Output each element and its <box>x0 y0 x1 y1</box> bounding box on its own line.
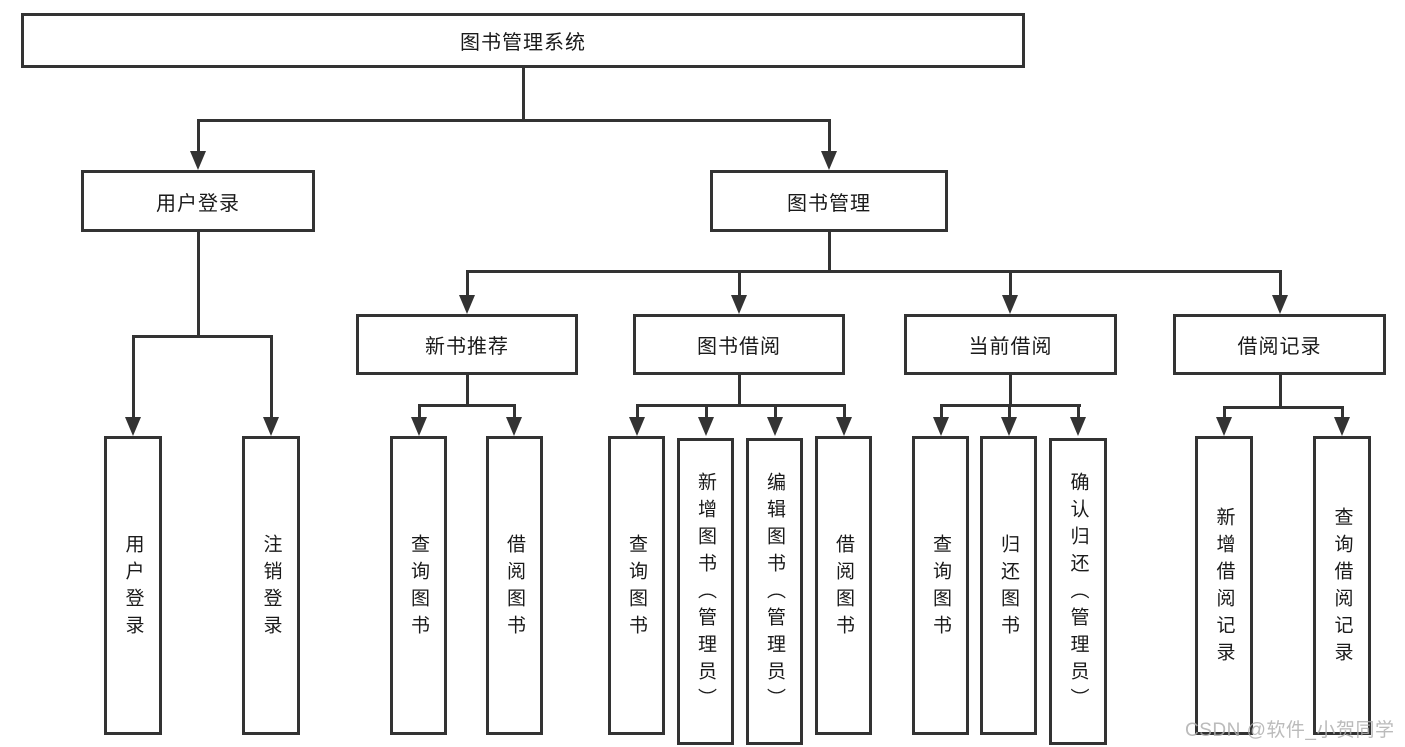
leaf-edit-book-admin: 编辑图书（管理员） <box>746 438 803 745</box>
connector-line <box>466 374 469 407</box>
connector-line <box>466 270 469 298</box>
connector-line <box>1009 374 1012 407</box>
connector-line <box>418 404 516 407</box>
arrowhead-down <box>459 295 475 314</box>
connector-line <box>1279 374 1282 409</box>
arrowhead-down <box>1272 295 1288 314</box>
leaf-add-book-admin: 新增图书（管理员） <box>677 438 734 745</box>
connector-line <box>270 335 273 420</box>
connector-line <box>132 335 273 338</box>
leaf-logout: 注销登录 <box>242 436 300 735</box>
arrowhead-down <box>629 417 645 436</box>
arrowhead-down <box>933 417 949 436</box>
arrowhead-down <box>767 417 783 436</box>
leaf-query-borrow-record: 查询借阅记录 <box>1313 436 1371 735</box>
connector-line <box>1279 270 1282 298</box>
connector-line <box>843 404 846 420</box>
arrowhead-down <box>190 151 206 170</box>
connector-line <box>705 404 708 420</box>
leaf-confirm-return-admin: 确认归还（管理员） <box>1049 438 1107 745</box>
connector-line <box>466 270 1281 273</box>
leaf-borrow-books-recommend: 借阅图书 <box>486 436 543 735</box>
arrowhead-down <box>1334 417 1350 436</box>
connector-line <box>1223 406 1344 409</box>
arrowhead-down <box>263 417 279 436</box>
leaf-query-books-recommend: 查询图书 <box>390 436 447 735</box>
leaf-user-login: 用户登录 <box>104 436 162 735</box>
watermark-text: CSDN @软件_小贺同学 <box>1185 720 1395 741</box>
connector-line <box>636 404 639 420</box>
leaf-query-books-current: 查询图书 <box>912 436 969 735</box>
connector-line <box>828 231 831 273</box>
arrowhead-down <box>836 417 852 436</box>
arrowhead-down <box>1070 417 1086 436</box>
arrowhead-down <box>125 417 141 436</box>
connector-line <box>1008 404 1011 420</box>
connector-line <box>522 68 525 121</box>
node-user-login: 用户登录 <box>81 170 315 232</box>
node-current-borrowing: 当前借阅 <box>904 314 1117 375</box>
connector-line <box>828 119 831 153</box>
connector-line <box>513 404 516 420</box>
arrowhead-down <box>1216 417 1232 436</box>
connector-line <box>1223 406 1226 420</box>
node-root: 图书管理系统 <box>21 13 1025 68</box>
arrowhead-down <box>821 151 837 170</box>
connector-line <box>197 119 200 153</box>
node-book-management: 图书管理 <box>710 170 948 232</box>
arrowhead-down <box>698 417 714 436</box>
connector-line <box>197 119 831 122</box>
connector-line <box>774 404 777 420</box>
arrowhead-down <box>1001 417 1017 436</box>
leaf-query-books-borrowing: 查询图书 <box>608 436 665 735</box>
connector-line <box>738 374 741 407</box>
arrowhead-down <box>1002 295 1018 314</box>
leaf-add-borrow-record: 新增借阅记录 <box>1195 436 1253 735</box>
arrowhead-down <box>411 417 427 436</box>
node-book-borrowing: 图书借阅 <box>633 314 845 375</box>
connector-line <box>940 404 943 420</box>
connector-line <box>1009 270 1012 298</box>
arrowhead-down <box>731 295 747 314</box>
connector-line <box>1077 404 1080 420</box>
connector-line <box>738 270 741 298</box>
connector-line <box>418 404 421 420</box>
node-borrowing-records: 借阅记录 <box>1173 314 1386 375</box>
leaf-return-book: 归还图书 <box>980 436 1037 735</box>
connector-line <box>132 335 135 420</box>
leaf-borrow-books-borrowing: 借阅图书 <box>815 436 872 735</box>
node-new-book-recommend: 新书推荐 <box>356 314 578 375</box>
connector-line <box>1341 406 1344 420</box>
arrowhead-down <box>506 417 522 436</box>
connector-line <box>197 231 200 337</box>
connector-line <box>636 404 846 407</box>
